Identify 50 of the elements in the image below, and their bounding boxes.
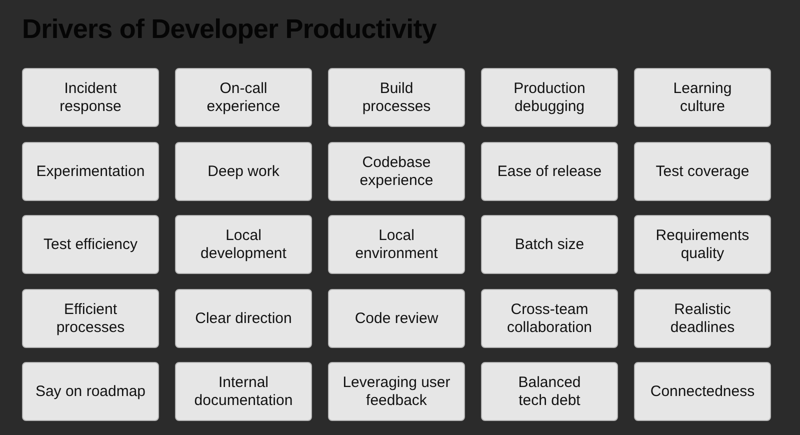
factor-label: Production debugging bbox=[512, 80, 586, 116]
factor-card bbox=[328, 68, 465, 127]
factor-card bbox=[634, 362, 771, 421]
factor-label: Code review bbox=[354, 310, 438, 328]
factor-label: Codebase experience bbox=[358, 154, 434, 190]
factor-card bbox=[481, 68, 618, 127]
factor-card bbox=[22, 215, 159, 274]
factor-label: Efficient processes bbox=[55, 300, 126, 336]
factor-label: Local environment bbox=[354, 226, 439, 262]
factor-label: Test coverage bbox=[656, 162, 750, 180]
factor-card bbox=[634, 68, 771, 127]
factor-card bbox=[328, 215, 465, 274]
factor-card bbox=[22, 68, 159, 127]
factor-card bbox=[22, 142, 159, 201]
factor-card bbox=[175, 362, 312, 421]
factor-card bbox=[634, 215, 771, 274]
factor-label: Clear direction bbox=[195, 310, 292, 328]
factor-card bbox=[481, 362, 618, 421]
factor-label: Deep work bbox=[208, 162, 280, 180]
factor-card bbox=[634, 289, 771, 348]
factor-label: Build processes bbox=[361, 80, 432, 116]
factor-label: Say on roadmap bbox=[35, 382, 146, 400]
factor-card bbox=[22, 362, 159, 421]
factor-label: Batch size bbox=[514, 236, 584, 254]
factor-label: Ease of release bbox=[497, 162, 602, 180]
factor-card bbox=[22, 289, 159, 348]
factor-label: Connectedness bbox=[650, 382, 755, 400]
factor-card bbox=[175, 142, 312, 201]
factor-label: On-call experience bbox=[206, 80, 282, 116]
factor-card bbox=[175, 68, 312, 127]
factor-card bbox=[634, 142, 771, 201]
factor-label: Realistic deadlines bbox=[669, 300, 736, 336]
factor-label: Local development bbox=[200, 226, 288, 262]
factor-label: Leveraging user feedback bbox=[342, 374, 452, 410]
factor-card bbox=[175, 215, 312, 274]
factor-card bbox=[328, 289, 465, 348]
factor-label: Balanced tech debt bbox=[517, 374, 582, 410]
factor-label: Cross-team collaboration bbox=[506, 300, 594, 336]
factor-card bbox=[481, 142, 618, 201]
factor-label: Experimentation bbox=[36, 162, 145, 180]
factor-card bbox=[481, 289, 618, 348]
factor-card bbox=[328, 362, 465, 421]
factor-label: Incident response bbox=[58, 80, 122, 116]
factor-label: Requirements quality bbox=[654, 226, 750, 262]
factor-label: Learning culture bbox=[672, 80, 733, 116]
factor-label: Internal documentation bbox=[193, 374, 294, 410]
factor-label: Test efficiency bbox=[44, 236, 138, 254]
factor-card bbox=[175, 289, 312, 348]
factor-card bbox=[481, 215, 618, 274]
factor-card bbox=[328, 142, 465, 201]
